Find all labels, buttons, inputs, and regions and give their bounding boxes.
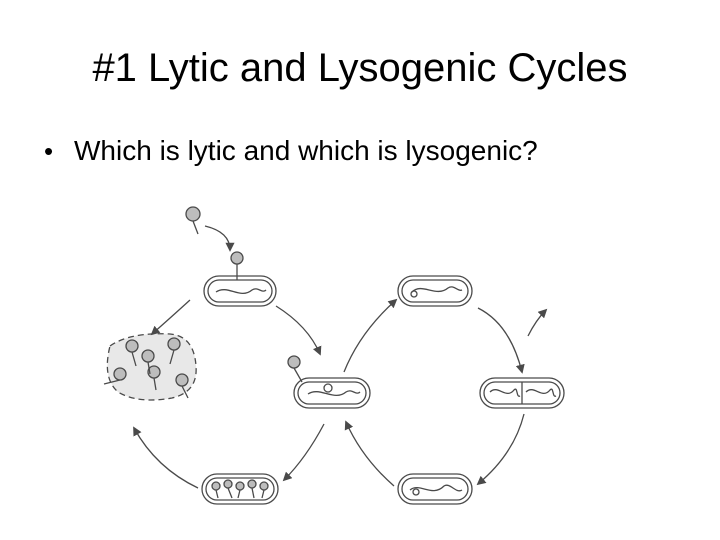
arrow-lysogenic-4 [344, 420, 395, 487]
slide-title: #1 Lytic and Lysogenic Cycles [92, 46, 628, 90]
arrow-lysogenic-3 [476, 413, 525, 486]
arrow-lytic-4 [133, 426, 199, 489]
cell-lysis [103, 333, 197, 401]
arrow-attach [204, 225, 235, 252]
cell-attachment [203, 251, 277, 307]
phage-cycle-diagram [90, 196, 600, 522]
arrow-lytic-2 [275, 305, 322, 356]
free-phage-icon [185, 206, 201, 235]
arrow-lytic-1 [150, 299, 191, 336]
arrow-lytic-3 [282, 423, 325, 482]
arrow-lysogenic-2 [477, 307, 525, 374]
arrow-lysogenic-1 [343, 298, 398, 373]
bullet-text: Which is lytic and which is lysogenic? [74, 135, 538, 166]
cell-integrated-dna [397, 275, 473, 307]
arrow-induction [527, 308, 548, 337]
bullet-marker: • [44, 136, 54, 166]
cell-dividing [479, 377, 565, 409]
cell-dna-injected [287, 355, 371, 409]
cell-prophage [397, 473, 473, 505]
cell-phage-assembly [201, 473, 279, 505]
bullet-item: • Which is lytic and which is lysogenic? [44, 132, 538, 170]
